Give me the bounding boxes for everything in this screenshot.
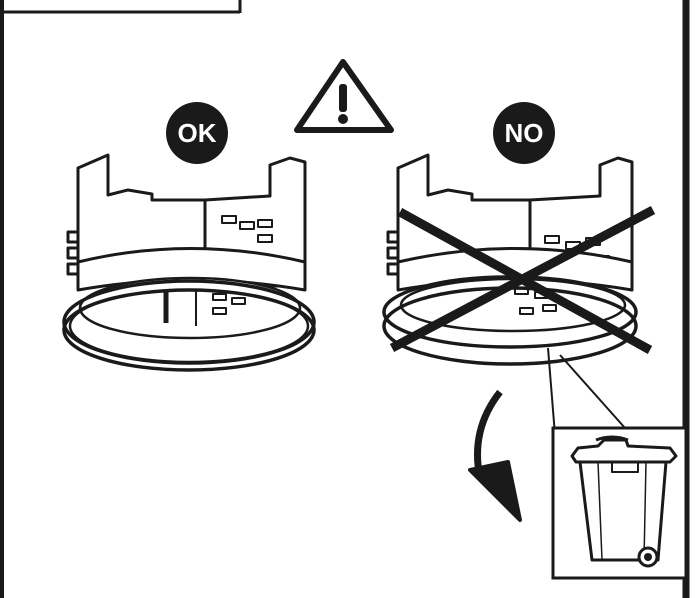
ok-badge: OK <box>166 102 228 164</box>
wheelie-bin-icon <box>570 435 678 568</box>
no-badge: NO <box>493 102 555 164</box>
warning-triangle-icon <box>294 59 394 133</box>
fitting-correct <box>62 153 316 372</box>
cross-out-mark <box>389 206 656 354</box>
callout-leader <box>547 347 626 436</box>
no-badge-label: NO <box>505 118 544 148</box>
bin-callout <box>551 426 688 580</box>
ok-badge-label: OK <box>178 118 217 148</box>
curved-arrow-down-icon <box>468 389 522 522</box>
